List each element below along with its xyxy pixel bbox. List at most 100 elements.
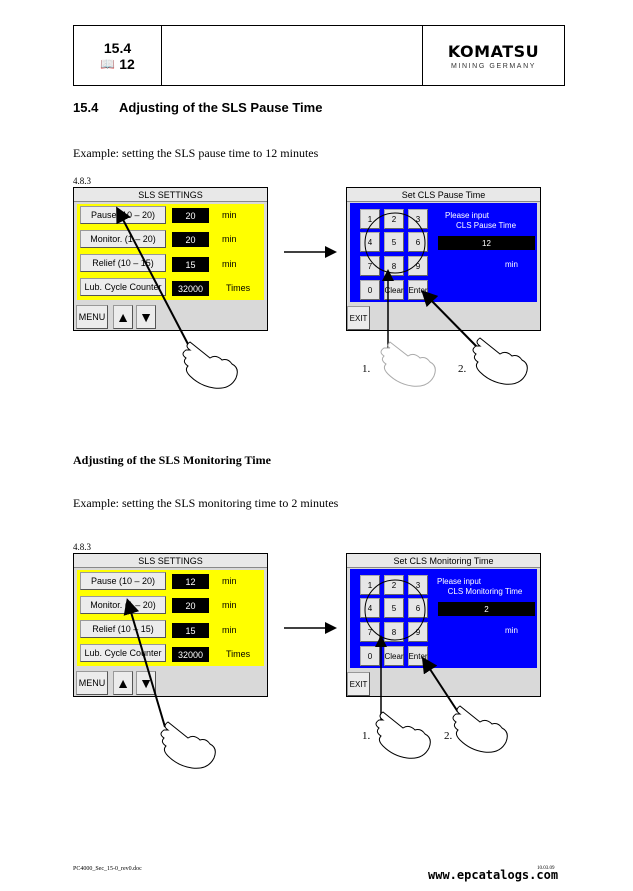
pause-unit: min <box>222 576 237 586</box>
section-number: 15.4 <box>103 39 132 56</box>
lub-cycle-unit: Times <box>226 283 251 293</box>
key-8[interactable]: 8 <box>384 622 404 642</box>
pointing-hand-icon <box>380 341 436 387</box>
brand-name: KOMATSU <box>447 41 540 61</box>
book-icon: 📖 <box>100 56 116 71</box>
step-1-label: 1. <box>362 363 371 375</box>
footer-doc-name: PC4000_Sec_15-0_rev0.doc <box>73 866 142 872</box>
pointer-line <box>116 206 191 349</box>
section-heading: 15.4 Adjusting of the SLS Pause Time <box>73 100 322 115</box>
pointing-hand-icon <box>472 337 528 385</box>
relief-unit: min <box>222 625 237 635</box>
pointer-line <box>421 290 479 349</box>
prompt-text: Please input CLS Monitoring Time <box>434 577 536 597</box>
monitor-button[interactable]: Monitor. (1 – 20) <box>80 230 166 248</box>
relief-button[interactable]: Relief (10 – 15) <box>80 620 166 638</box>
monitor-unit: min <box>222 600 237 610</box>
menu-button[interactable]: MENU <box>76 305 108 329</box>
keypad-panel-2: Set CLS Monitoring Time 1 2 3 4 5 6 7 8 … <box>346 553 541 697</box>
exit-button[interactable]: EXIT <box>347 672 370 696</box>
pointing-hand-icon <box>375 711 431 759</box>
pause-value: 12 <box>172 574 209 589</box>
down-arrow-button[interactable]: ▼ <box>136 305 156 329</box>
example-text-1: Example: setting the SLS pause time to 1… <box>73 146 319 160</box>
heading-number: 15.4 <box>73 100 99 115</box>
figure-ref-1: 4.8.3 <box>73 176 91 186</box>
up-arrow-button[interactable]: ▲ <box>113 305 133 329</box>
pointing-hand-icon <box>452 705 508 753</box>
keypad-blue-area: 1 2 3 4 5 6 7 8 9 0 Clear Enter Please i… <box>350 569 537 668</box>
settings-yellow-area: Pause (10 – 20) 20 min Monitor. (1 – 20)… <box>77 204 264 300</box>
key-9[interactable]: 9 <box>408 622 428 642</box>
keypad-title: Set CLS Pause Time <box>347 188 540 202</box>
pause-button[interactable]: Pause (10 – 20) <box>80 572 166 590</box>
key-clear[interactable]: Clear <box>384 280 404 300</box>
sls-settings-panel-2: SLS SETTINGS Pause (10 – 20) 12 min Moni… <box>73 553 268 697</box>
input-unit: min <box>505 260 518 269</box>
section-reference: 📖 12 <box>100 56 135 72</box>
keypad-highlight-circle <box>364 212 426 274</box>
key-3[interactable]: 3 <box>408 209 428 229</box>
monitor-unit: min <box>222 234 237 244</box>
down-arrow-button[interactable]: ▼ <box>136 671 156 695</box>
pointing-hand-icon <box>182 341 238 389</box>
key-5[interactable]: 5 <box>384 598 404 618</box>
brand-logo: KOMATSU MINING GERMANY <box>423 26 564 85</box>
step-2-label: 2. <box>458 363 467 375</box>
exit-button[interactable]: EXIT <box>347 306 370 330</box>
section-box: 15.4 📖 12 <box>74 26 162 85</box>
key-6[interactable]: 6 <box>408 598 428 618</box>
relief-value: 15 <box>172 623 209 638</box>
sls-settings-panel-1: SLS SETTINGS Pause (10 – 20) 20 min Moni… <box>73 187 268 331</box>
key-clear[interactable]: Clear <box>384 646 404 666</box>
example-text-2: Example: setting the SLS monitoring time… <box>73 496 339 510</box>
monitor-button[interactable]: Monitor. (1 – 20) <box>80 596 166 614</box>
subheading-monitoring: Adjusting of the SLS Monitoring Time <box>73 453 271 467</box>
sls-settings-title: SLS SETTINGS <box>74 188 267 202</box>
monitor-value: 20 <box>172 232 209 247</box>
keypad-highlight-circle <box>364 579 426 641</box>
pause-unit: min <box>222 210 237 220</box>
keypad-title: Set CLS Monitoring Time <box>347 554 540 568</box>
prompt-text: Please input CLS Pause Time <box>436 211 536 231</box>
key-7[interactable]: 7 <box>360 256 380 276</box>
key-1[interactable]: 1 <box>360 209 380 229</box>
brand-subtitle: MINING GERMANY <box>450 62 536 70</box>
section-ref-number: 12 <box>119 55 135 72</box>
key-0[interactable]: 0 <box>360 280 380 300</box>
relief-unit: min <box>222 259 237 269</box>
heading-title: Adjusting of the SLS Pause Time <box>119 100 323 115</box>
lub-cycle-value: 32000 <box>172 281 209 296</box>
lub-cycle-value: 32000 <box>172 647 209 662</box>
input-unit: min <box>505 626 518 635</box>
lub-cycle-counter-button[interactable]: Lub. Cycle Counter <box>80 278 166 296</box>
footer-date: 10.03.09 <box>537 866 555 871</box>
key-6[interactable]: 6 <box>408 232 428 252</box>
lub-cycle-unit: Times <box>226 649 251 659</box>
pointer-line <box>123 598 166 728</box>
menu-button[interactable]: MENU <box>76 671 108 695</box>
key-0[interactable]: 0 <box>360 646 380 666</box>
prompt-line-2: CLS Monitoring Time <box>447 587 523 596</box>
sls-settings-title: SLS SETTINGS <box>74 554 267 568</box>
step-1-label: 1. <box>362 730 371 742</box>
page-header: 15.4 📖 12 KOMATSU MINING GERMANY <box>73 25 565 86</box>
prompt-line-1: Please input <box>437 577 482 586</box>
key-3[interactable]: 3 <box>408 575 428 595</box>
settings-yellow-area: Pause (10 – 20) 12 min Monitor. (1 – 20)… <box>77 570 264 666</box>
pause-value: 20 <box>172 208 209 223</box>
relief-value: 15 <box>172 257 209 272</box>
key-1[interactable]: 1 <box>360 575 380 595</box>
pointer-line <box>421 656 459 713</box>
input-value: 2 <box>438 602 535 616</box>
key-5[interactable]: 5 <box>384 232 404 252</box>
key-9[interactable]: 9 <box>408 256 428 276</box>
header-blank-cell <box>162 26 423 85</box>
monitor-value: 20 <box>172 598 209 613</box>
figure-ref-2: 4.8.3 <box>73 542 91 552</box>
relief-button[interactable]: Relief (10 – 15) <box>80 254 166 272</box>
watermark: www.epcatalogs.com <box>428 868 559 882</box>
up-arrow-button[interactable]: ▲ <box>113 671 133 695</box>
pointing-hand-icon <box>160 721 216 769</box>
